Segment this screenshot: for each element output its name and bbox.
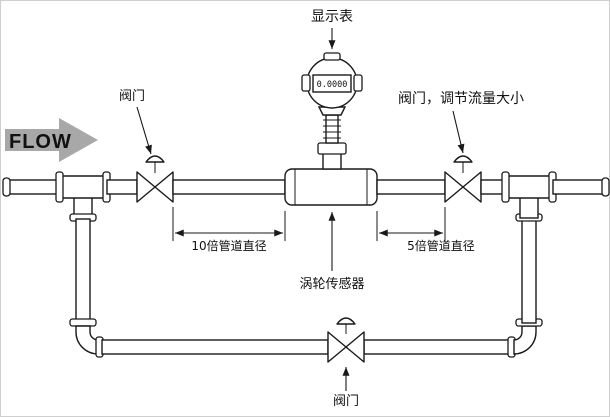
bypass-valve-icon (327, 317, 365, 363)
main-line (2, 155, 610, 206)
dimension-downstream: 5倍管道直径 (376, 207, 475, 253)
outlet-valve-icon (444, 155, 482, 203)
meter-neck (322, 152, 342, 170)
dim-downstream-label: 5倍管道直径 (407, 238, 475, 253)
tee-left-icon (60, 175, 106, 199)
dim-upstream-label: 10倍管道直径 (191, 238, 266, 253)
upstream-pipe (172, 179, 286, 195)
transmitter-assembly: 0.0000 (301, 52, 363, 170)
bypass-pipe-bottom-left (101, 339, 329, 355)
threaded-stem (325, 114, 339, 144)
bypass-loop (69, 195, 543, 363)
bypass-pipe-bottom-right (363, 339, 511, 355)
bypass-pipe-right-vertical (521, 218, 537, 324)
flow-label: FLOW (9, 131, 72, 153)
inlet-valve-label: 阀门 (119, 89, 145, 104)
head-top-cap (323, 52, 341, 61)
flow-indicator: FLOW (5, 118, 98, 162)
bypass-valve-label: 阀门 (333, 394, 359, 409)
outlet-pipe (552, 179, 608, 195)
elbow-left-icon (75, 325, 99, 355)
turbine-sensor-label: 涡轮传感器 (299, 276, 364, 292)
downstream-pipe (376, 179, 446, 195)
dimension-upstream: 10倍管道直径 (172, 207, 286, 253)
lcd-display (312, 74, 352, 93)
coupling-nut (317, 142, 347, 155)
inlet-pipe (4, 179, 64, 195)
callouts: 显示表 阀门 阀门，调节流量大小 涡轮传感器 阀门 (119, 9, 524, 409)
turbine-flowmeter-body (284, 168, 378, 206)
inlet-valve-icon (136, 155, 174, 203)
head-lug-left (301, 74, 311, 92)
head-lug-right (353, 74, 363, 92)
tee-right-icon (506, 175, 552, 199)
display-meter-label: 显示表 (311, 9, 353, 25)
lcd-readout: 0.0000 (317, 80, 348, 90)
outlet-valve-label: 阀门，调节流量大小 (398, 91, 524, 107)
elbow-right-icon (513, 325, 537, 355)
flow-arrow-icon (5, 118, 98, 162)
